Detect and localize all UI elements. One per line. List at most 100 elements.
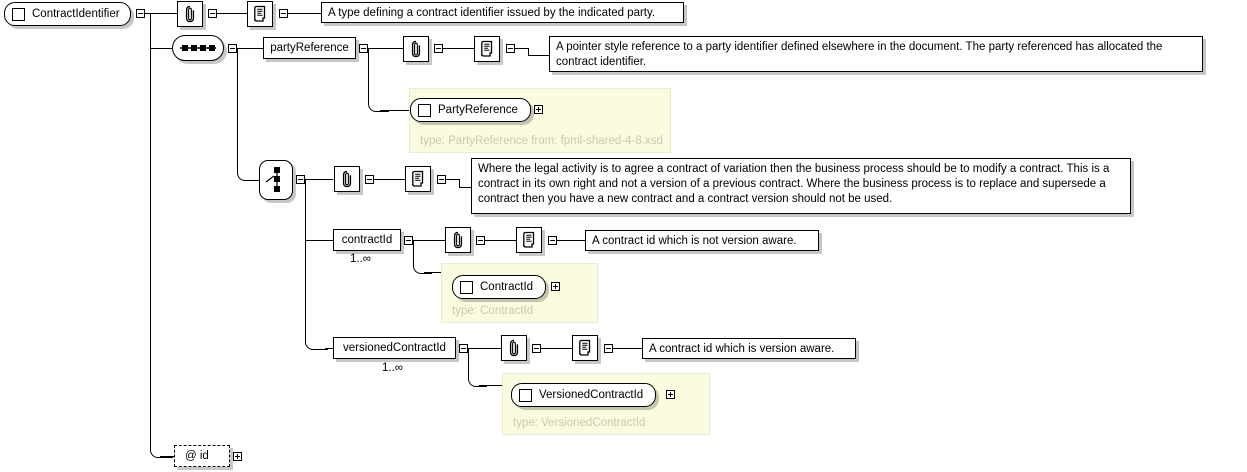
versionedcontractid-occurrence: 1..∞: [382, 362, 403, 374]
root-type-label: ContractIdentifier: [32, 8, 120, 20]
connector-contractid-trunk: [413, 240, 414, 265]
connector-annotation-to-doc-icon: [217, 13, 247, 14]
connector-contractid-to-type-elbow: [413, 265, 432, 274]
connector-root-to-sequence: [150, 48, 172, 49]
choice-annotation-paperclip-icon[interactable]: [334, 166, 360, 192]
versionedcontractid-type-label: type: VersionedContractId: [513, 417, 646, 429]
connector-partyreference-trunk: [368, 48, 369, 103]
element-square-icon: [519, 388, 532, 402]
connector-elbow-to-contractid-type: [424, 272, 444, 273]
sequence-icon: [180, 45, 216, 51]
root-documentation-scroll-icon[interactable]: [247, 1, 273, 27]
connector-choice-doc-icon-to-box-b: [459, 179, 460, 187]
choice-toggle-minus[interactable]: [296, 175, 305, 184]
choice-documentation-text: Where the legal activity is to agree a c…: [478, 163, 1110, 205]
choice-icon: [265, 167, 280, 192]
element-contractid-label: contractId: [341, 234, 393, 246]
choice-documentation-box: Where the legal activity is to agree a c…: [471, 158, 1131, 214]
partyreference-toggle-minus[interactable]: [359, 44, 368, 53]
connector-choice-to-contractid: [305, 240, 333, 241]
partyreference-annotation-toggle-minus[interactable]: [434, 44, 443, 53]
connector-choice-annotation-to-doc-icon: [374, 179, 405, 180]
element-versionedcontractid[interactable]: versionedContractId: [333, 337, 456, 359]
connector-sequence-to-partyreference: [237, 48, 263, 49]
root-annotation-paperclip-icon[interactable]: [177, 1, 203, 27]
versionedcontractid-annotation-toggle-minus[interactable]: [532, 344, 541, 353]
contractid-documentation-scroll-icon[interactable]: [516, 227, 542, 253]
contractid-type-label: type: ContractId: [452, 305, 534, 317]
partyreference-type-toggle-plus[interactable]: [534, 105, 543, 114]
connector-root-to-annotation: [145, 13, 177, 14]
versionedcontractid-type-toggle-plus[interactable]: [666, 390, 675, 399]
connector-pr-doc-icon-to-box-b: [528, 48, 529, 55]
connector-choice-to-annotation: [305, 179, 333, 180]
connector-choice-doc-icon-to-box-c: [459, 187, 472, 188]
contractid-annotation-toggle-minus[interactable]: [476, 236, 485, 245]
choice-documentation-scroll-icon[interactable]: [405, 166, 431, 192]
connector-elbow-to-versioned: [325, 348, 333, 349]
partyreference-annotation-paperclip-icon[interactable]: [403, 36, 429, 62]
element-square-icon: [460, 280, 473, 294]
connector-sequence-trunk: [237, 48, 238, 170]
attribute-id-toggle-plus[interactable]: [233, 452, 242, 461]
contractid-documentation-text: A contract id which is not version aware…: [592, 235, 797, 247]
attribute-id[interactable]: @ id: [174, 445, 230, 467]
root-annotation-toggle-minus[interactable]: [208, 9, 217, 18]
element-square-icon: [418, 103, 431, 117]
partyreference-type-label: type: PartyReference from: fpml-shared-4…: [420, 135, 663, 147]
versionedcontractid-toggle-minus[interactable]: [459, 344, 468, 353]
type-capsule-versionedcontractid[interactable]: VersionedContractId: [511, 383, 657, 407]
connector-versioned-to-annotation: [468, 348, 501, 349]
connector-contractid-doc-icon-to-box: [557, 240, 585, 241]
choice-annotation-toggle-minus[interactable]: [365, 175, 374, 184]
connector-versioned-annotation-to-doc-icon: [541, 348, 572, 349]
versionedcontractid-documentation-scroll-icon[interactable]: [572, 335, 598, 361]
connector-pr-annotation-to-doc-icon: [443, 48, 474, 49]
type-capsule-contractid[interactable]: ContractId: [452, 275, 547, 299]
contractid-documentation-toggle-minus[interactable]: [548, 236, 557, 245]
connector-pr-doc-icon-to-box-c: [528, 55, 550, 56]
contractid-occurrence: 1..∞: [350, 253, 371, 265]
connector-versioned-doc-icon-to-box: [613, 348, 642, 349]
type-capsule-partyreference-label: PartyReference: [438, 104, 518, 116]
versionedcontractid-documentation-box: A contract id which is version aware.: [642, 338, 856, 359]
sequence-group-node[interactable]: [172, 35, 224, 61]
connector-sequence-to-choice-elbow: [237, 170, 260, 181]
choice-documentation-toggle-minus[interactable]: [437, 175, 446, 184]
type-capsule-contractid-label: ContractId: [480, 281, 534, 293]
versionedcontractid-annotation-paperclip-icon[interactable]: [501, 335, 527, 361]
root-type-contractidentifier[interactable]: ContractIdentifier: [4, 2, 131, 26]
versionedcontractid-documentation-toggle-minus[interactable]: [604, 344, 613, 353]
contractid-annotation-paperclip-icon[interactable]: [445, 227, 471, 253]
connector-elbow-to-versioned-type: [479, 385, 503, 386]
root-documentation-toggle-minus[interactable]: [279, 9, 288, 18]
element-contractid[interactable]: contractId: [333, 229, 401, 251]
connector-partyreference-to-annotation: [368, 48, 403, 49]
partyreference-documentation-toggle-minus[interactable]: [506, 44, 515, 53]
type-capsule-partyreference[interactable]: PartyReference: [410, 98, 531, 122]
contractid-documentation-box: A contract id which is not version aware…: [585, 230, 819, 251]
root-documentation-text: A type defining a contract identifier is…: [328, 7, 656, 19]
choice-group-node[interactable]: [259, 160, 293, 200]
root-documentation-box: A type defining a contract identifier is…: [321, 2, 684, 23]
connector-pr-doc-icon-to-box-a: [515, 48, 529, 49]
sequence-toggle-minus[interactable]: [228, 44, 237, 53]
connector-choice-to-versioned-elbow: [305, 339, 328, 350]
connector-partyreference-to-type-elbow: [368, 103, 389, 112]
element-square-icon: [12, 7, 25, 21]
partyreference-documentation-scroll-icon[interactable]: [474, 36, 500, 62]
element-partyreference[interactable]: partyReference: [263, 37, 356, 59]
connector-root-trunk-lower: [150, 48, 151, 444]
partyreference-documentation-box: A pointer style reference to a party ide…: [549, 36, 1203, 72]
connector-contractid-annotation-to-doc-icon: [485, 240, 516, 241]
connector-root-trunk-upper: [150, 13, 151, 48]
contractid-type-toggle-plus[interactable]: [551, 282, 560, 291]
connector-choice-doc-icon-to-box-a: [446, 179, 460, 180]
root-toggle-minus[interactable]: [136, 9, 145, 18]
connector-elbow-to-partyreference-type: [380, 110, 410, 111]
connector-elbow-to-attribute: [160, 456, 175, 457]
contractid-toggle-minus[interactable]: [404, 236, 413, 245]
connector-versioned-to-type-elbow: [468, 378, 487, 387]
partyreference-documentation-text: A pointer style reference to a party ide…: [556, 41, 1163, 68]
